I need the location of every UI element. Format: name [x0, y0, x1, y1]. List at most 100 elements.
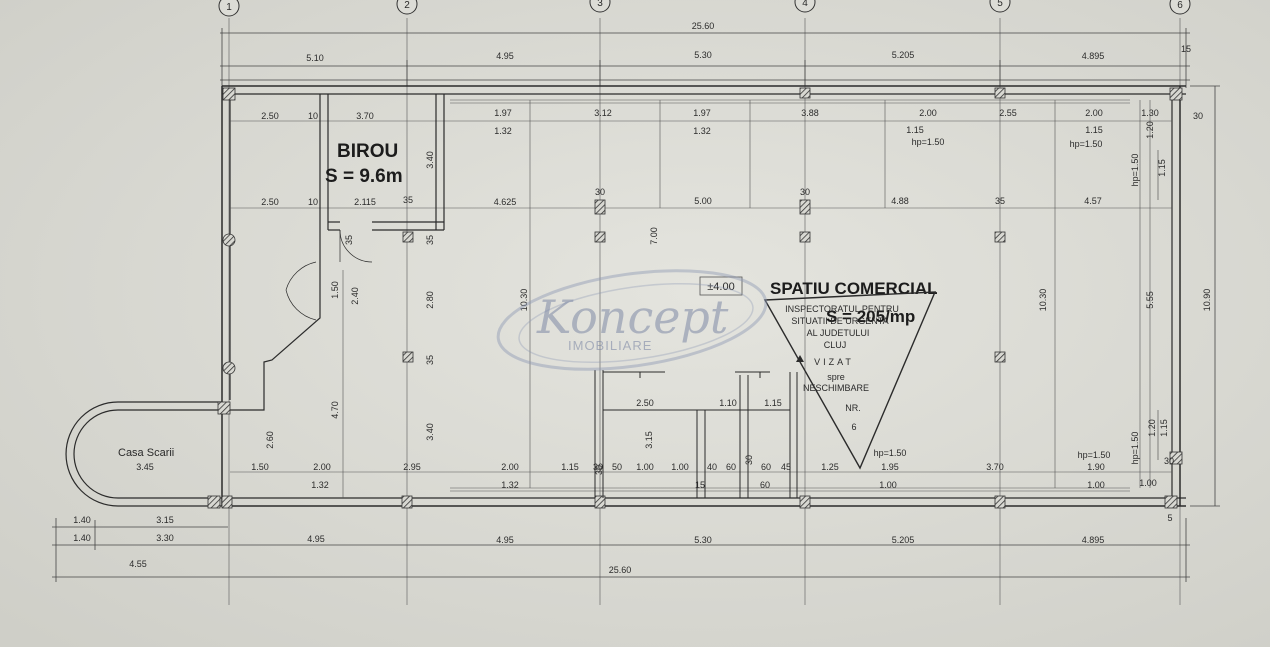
- dim-vertical: 3.40: [425, 423, 435, 441]
- dim-window-top: 2.55: [999, 108, 1017, 118]
- building-walls: [221, 85, 1186, 507]
- watermark-sub: IMOBILIARE: [568, 338, 652, 353]
- dim-right-vertical: 1.15: [1157, 159, 1167, 177]
- dim-bottom-sub: 1.00: [1087, 480, 1105, 490]
- stamp-line: CLUJ: [824, 340, 847, 350]
- inner-partitions: [594, 370, 798, 498]
- dim-bottom-left: 3.15: [156, 515, 174, 525]
- dim-bottom-row: 1.95: [881, 462, 899, 472]
- dim-top-segment: 5.205: [892, 50, 915, 60]
- dim-mid-row: 5.00: [694, 196, 712, 206]
- dim-overall-width: 10.90: [1202, 289, 1212, 312]
- dim-bottom-segment: 4.895: [1082, 535, 1105, 545]
- stamp-pointer-icon: [796, 355, 804, 362]
- approval-stamp: INSPECTORATUL PENTRU SITUATII DE URGENTA…: [763, 291, 937, 470]
- dim-vertical: 2.40: [350, 287, 360, 305]
- dim-vertical: 2.60: [265, 431, 275, 449]
- watermark-brand: Koncept: [536, 290, 729, 344]
- dim-bottom-row: 60: [726, 462, 736, 472]
- axis-bubble-4: 4: [794, 0, 816, 13]
- axis-label: 6: [1177, 0, 1183, 11]
- dim-mid-small: 30: [595, 187, 605, 197]
- dim-vertical: 5.55: [1145, 291, 1155, 309]
- dim-bottom-row: 45: [781, 462, 791, 472]
- dim-bottom-segment: 5.30: [694, 535, 712, 545]
- dim-bottom-row: 3.70: [986, 462, 1004, 472]
- stairs-label: Casa Scarii: [118, 447, 174, 459]
- dim-edge-bottom: 5: [1167, 513, 1172, 523]
- stamp-line: AL JUDETULUI: [807, 328, 870, 338]
- office-title: BIROU: [337, 141, 398, 162]
- dim-mid-row: 35: [403, 195, 413, 205]
- commercial-area: S = 205/mp: [826, 307, 915, 326]
- dim-bottom-row: 1.50: [251, 462, 269, 472]
- dim-window-top: 1.97: [693, 108, 711, 118]
- stamp-line: INSPECTORATUL PENTRU: [785, 304, 899, 314]
- dim-mid-row: 4.88: [891, 196, 909, 206]
- columns: [207, 87, 1183, 509]
- dim-right-vertical: 1.20: [1147, 419, 1157, 437]
- internal-verticals: [342, 100, 1151, 498]
- dim-window-sub: hp=1.50: [912, 137, 945, 147]
- stamp-status: VIZAT: [814, 357, 854, 367]
- overall-width-chain: [1190, 85, 1220, 507]
- dim-bottom-left: 1.40: [73, 515, 91, 525]
- dim-mid-row: 2.115: [354, 197, 376, 207]
- dim-bottom-sub: 15: [695, 480, 705, 490]
- dim-right-vertical: 1.15: [1159, 419, 1169, 437]
- dim-bottom-row: 2.00: [501, 462, 519, 472]
- dim-window-top: 3.70: [356, 111, 374, 121]
- dim-vertical: 10.30: [1038, 289, 1048, 312]
- dim-top-segment: 5.30: [694, 50, 712, 60]
- dim-window-sub: 1.15: [1085, 125, 1103, 135]
- dim-vertical: 3.15: [644, 431, 654, 449]
- dim-mid-row: 4.625: [494, 197, 517, 207]
- dim-bottom-row: 3.45: [136, 462, 154, 472]
- dim-inner-horizontal: 30: [744, 455, 754, 465]
- stair-walls: [65, 401, 222, 507]
- dim-top-segment: 4.895: [1082, 51, 1105, 61]
- dim-top-segment: 5.10: [306, 53, 324, 63]
- stamp-note: spre: [827, 372, 845, 382]
- dim-overall-length-top: 25.60: [692, 21, 715, 31]
- dim-window-top: 2.00: [919, 108, 937, 118]
- dim-inner-horizontal: 2.50: [636, 398, 654, 408]
- dim-bottom-row: 30: [1164, 456, 1174, 466]
- dim-bottom-left: 3.30: [156, 533, 174, 543]
- dim-vertical: 4.70: [330, 401, 340, 419]
- dim-bottom-sub: 1.32: [311, 480, 329, 490]
- dim-bottom-row: 1.15: [561, 462, 579, 472]
- dim-inner-horizontal: 1.10: [719, 398, 737, 408]
- top-dimension-chains: [220, 28, 1190, 88]
- dim-bottom-row: 30: [593, 462, 603, 472]
- stamp-number-label: NR.: [845, 403, 861, 413]
- dim-vertical: 3.40: [425, 151, 435, 169]
- bottom-dimension-chains: [52, 518, 1190, 582]
- dim-bottom-row: 60: [761, 462, 771, 472]
- dim-vertical: 1.50: [330, 281, 340, 299]
- dim-window-top: 3.12: [594, 108, 612, 118]
- stamp-number: 6: [851, 422, 856, 432]
- dim-bottom-sub: 1.00: [879, 480, 897, 490]
- office-area: S = 9.6m: [325, 166, 403, 187]
- axis-bubble-3: 3: [589, 0, 611, 13]
- dim-overall-length-bottom: 25.60: [609, 565, 632, 575]
- round-columns: [222, 233, 236, 375]
- axis-bubble-1: 1: [218, 0, 240, 17]
- dim-mid-row: 35: [995, 196, 1005, 206]
- dim-mid-row: 10: [308, 197, 318, 207]
- dim-bottom-row: 2.00: [313, 462, 331, 472]
- axis-label: 5: [997, 0, 1003, 9]
- axis-bubble-6: 6: [1169, 0, 1191, 15]
- level-mark: ±4.00: [699, 276, 743, 296]
- dim-bottom-sub: 1.32: [501, 480, 519, 490]
- dim-window-sub: 1.32: [494, 126, 512, 136]
- dim-mid-row: 2.50: [261, 197, 279, 207]
- dim-bottom-row: 1.90: [1087, 462, 1105, 472]
- axis-bubbles: 1 2 3 4 5 6: [218, 0, 1191, 17]
- dim-bottom-sub: 60: [760, 480, 770, 490]
- brand-watermark: Koncept IMOBILIARE: [496, 269, 768, 371]
- dim-window-sub: hp=1.50: [1070, 139, 1103, 149]
